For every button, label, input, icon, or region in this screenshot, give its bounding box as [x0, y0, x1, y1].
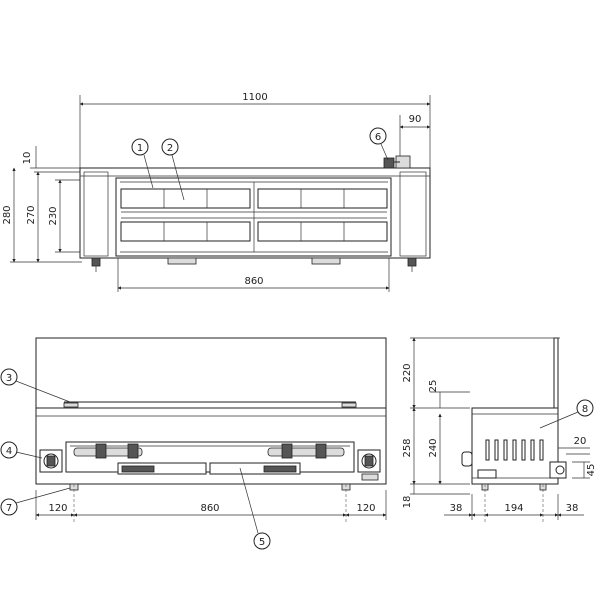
callout-5-label: 5 [259, 537, 265, 548]
dim-height-inner: 230 [48, 179, 82, 253]
callout-3-label: 3 [6, 373, 12, 384]
callout-1-label: 1 [137, 143, 143, 154]
side-view: 220 25 258 240 18 20 45 [402, 337, 597, 522]
dim-side-base: 18 [402, 484, 415, 509]
dim-side-knob-offset-label: 20 [574, 436, 587, 447]
callout-8-label: 8 [582, 404, 588, 415]
callout-8: 8 [539, 399, 594, 429]
dim-side-knob-height: 45 [572, 461, 597, 479]
dim-height-mid: 270 [26, 171, 82, 263]
dim-top-burner-span: 860 [117, 258, 390, 292]
dim-side-body-inner-label: 240 [428, 438, 439, 457]
dim-height-inner-label: 230 [48, 206, 59, 225]
dim-overall-width: 1100 [79, 92, 431, 168]
vent-slots [485, 439, 544, 461]
callout-4-label: 4 [6, 446, 12, 457]
dim-right-offset-label: 90 [409, 114, 422, 125]
dim-height-outer-label: 280 [2, 205, 13, 224]
callout-4: 4 [0, 441, 43, 459]
dim-side-left-leg-label: 38 [450, 503, 463, 514]
dim-overall-width-label: 1100 [242, 92, 267, 103]
callout-2-label: 2 [167, 143, 173, 154]
dim-side-body-inner: 240 [428, 413, 442, 485]
dim-side-body-outer-label: 258 [402, 438, 413, 457]
dim-height-outer: 280 [2, 167, 82, 263]
callout-6: 6 [369, 127, 389, 161]
knob-right-icon [357, 449, 381, 481]
grill-plates [120, 182, 388, 252]
callout-3: 3 [0, 368, 71, 403]
dim-front-right-label: 120 [356, 503, 375, 514]
dim-front-margins: 120 860 120 [35, 490, 387, 520]
callout-6-label: 6 [375, 132, 381, 143]
dim-side-top-height: 220 [402, 337, 416, 409]
dim-top-lip: 10 [22, 146, 80, 169]
dim-top-burner-span-label: 860 [244, 276, 263, 287]
callout-5: 5 [239, 467, 271, 550]
dim-height-mid-label: 270 [26, 205, 37, 224]
knob-left-icon [39, 449, 63, 473]
dim-side-base-label: 18 [402, 496, 413, 509]
callout-2: 2 [161, 138, 185, 201]
dim-side-top-height-label: 220 [402, 363, 413, 382]
dim-side-body-outer: 258 [402, 407, 416, 485]
burner-left [73, 443, 143, 459]
burner-right [267, 443, 345, 459]
dim-front-left-label: 120 [48, 503, 67, 514]
dim-side-knob-height-label: 45 [586, 464, 597, 477]
callout-1: 1 [131, 138, 154, 189]
dim-side-depth-label: 194 [504, 503, 523, 514]
drip-trays [117, 462, 301, 475]
dim-side-knob-offset: 20 [558, 436, 590, 455]
dim-side-bottom: 38 194 38 [444, 494, 584, 520]
dim-top-lip-label: 10 [22, 152, 33, 165]
gas-connector-icon [383, 155, 411, 169]
side-gas-connector-icon [549, 461, 567, 479]
callout-7: 7 [0, 487, 71, 516]
front-view: 120 860 120 3 4 7 5 [0, 337, 387, 550]
dim-side-small-gap-label: 25 [428, 380, 439, 393]
callout-7-label: 7 [6, 503, 12, 514]
dim-front-span-label: 860 [200, 503, 219, 514]
dim-right-offset: 90 [399, 114, 431, 160]
dim-side-right-leg-label: 38 [566, 503, 579, 514]
top-view: 1100 90 10 280 270 230 [2, 92, 431, 292]
dim-side-small-gap: 25 [428, 380, 441, 408]
top-body [79, 155, 431, 272]
